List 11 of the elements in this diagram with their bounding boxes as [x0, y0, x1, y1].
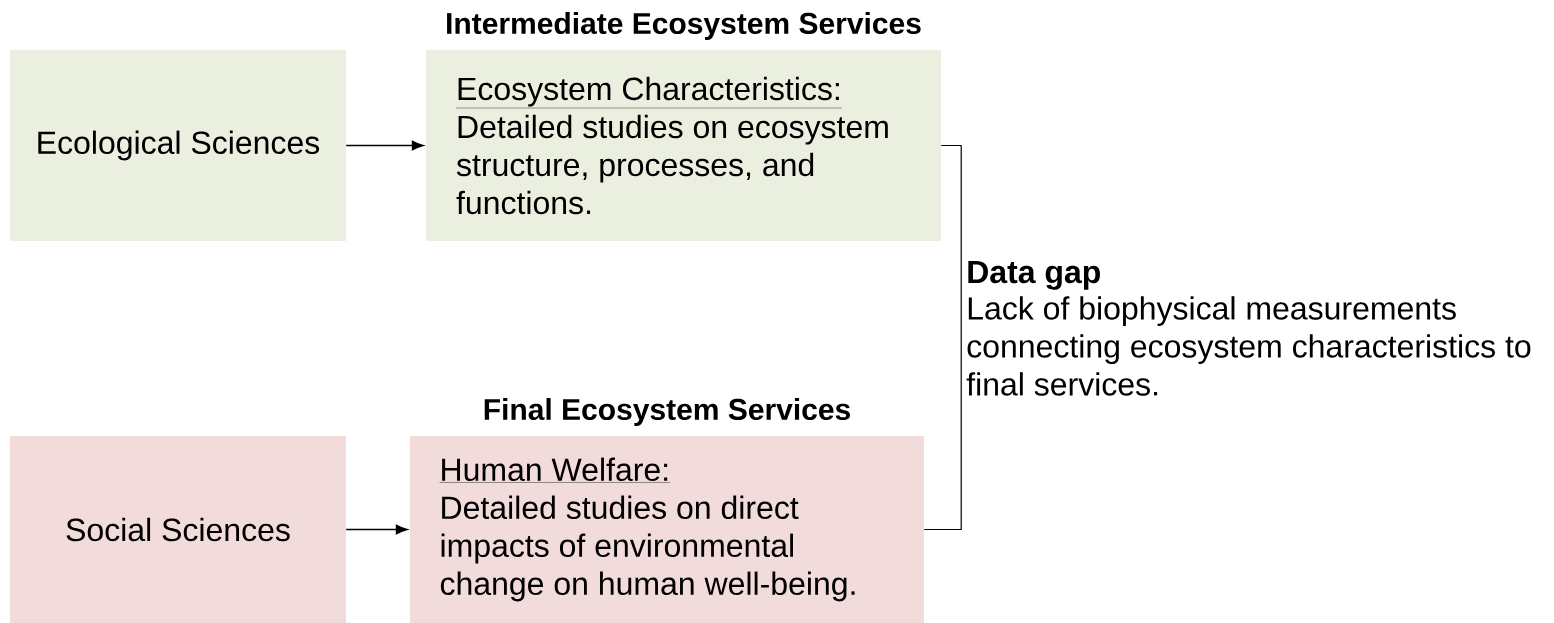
- box: Ecological Sciences: [10, 50, 346, 241]
- arrow: [345, 524, 408, 535]
- box: Ecosystem Characteristics: Detailed studies on ecosystem structure, processes, and functions.: [426, 50, 941, 241]
- bracket-connector: [923, 144, 962, 531]
- arrow: [345, 140, 424, 151]
- heading: Intermediate Ecosystem Services: [447, 12, 921, 40]
- annotation-heading: Data gap: [968, 261, 1100, 290]
- annotation-text: Lack of biophysical measurements connecting ecosystem characteristics to final services.: [966, 296, 1531, 396]
- box: Social Sciences: [10, 436, 346, 623]
- heading: Final Ecosystem Services: [484, 398, 850, 426]
- box: Human Welfare: Detailed studies on direct impacts of environmental change on human well-being.: [410, 436, 924, 623]
